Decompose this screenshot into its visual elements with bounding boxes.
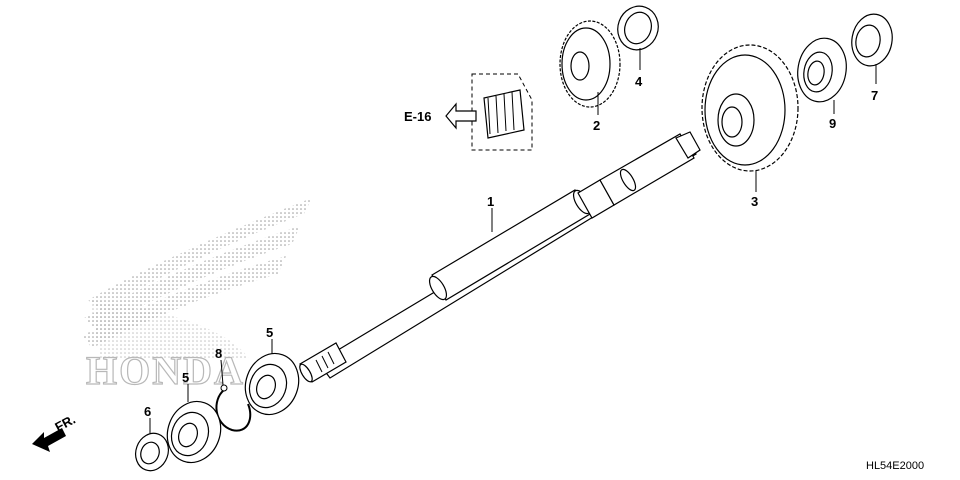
drawing-code: HL54E2000 bbox=[866, 460, 924, 472]
reference-e16: E-16 bbox=[404, 109, 431, 124]
watermark-text: HONDA bbox=[86, 348, 245, 393]
callout-9: 9 bbox=[829, 116, 836, 131]
front-label: FR. bbox=[52, 412, 78, 435]
callout-7: 7 bbox=[871, 88, 878, 103]
gear-2 bbox=[559, 20, 621, 115]
snap-ring-8 bbox=[215, 359, 252, 432]
bearing-5-lower bbox=[166, 384, 222, 464]
callout-2: 2 bbox=[593, 118, 600, 133]
bearing-9 bbox=[797, 37, 847, 114]
callout-3: 3 bbox=[751, 194, 758, 209]
callout-6: 6 bbox=[144, 404, 151, 419]
oil-seal-6 bbox=[135, 418, 169, 472]
callout-4: 4 bbox=[635, 74, 643, 89]
callout-1: 1 bbox=[487, 194, 494, 209]
e16-reference: E-16 bbox=[404, 73, 533, 151]
front-direction-indicator: FR. bbox=[32, 412, 78, 452]
callout-5-upper: 5 bbox=[266, 325, 273, 340]
oil-seal-7 bbox=[851, 13, 893, 84]
honda-wing-logo: HONDA bbox=[82, 198, 312, 394]
bearing-5-upper bbox=[244, 339, 300, 416]
callout-8: 8 bbox=[215, 346, 222, 361]
mainshaft bbox=[299, 131, 701, 383]
callout-5-lower: 5 bbox=[182, 370, 189, 385]
gear-3 bbox=[701, 44, 799, 192]
washer-4 bbox=[617, 5, 659, 70]
